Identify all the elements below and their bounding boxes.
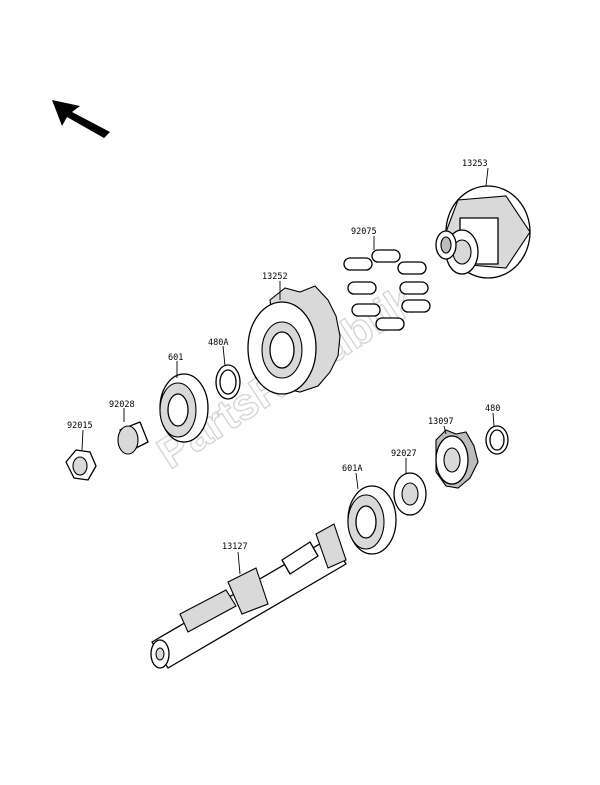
label-92075[interactable]: 92075 xyxy=(351,227,377,237)
part-480A-drawing[interactable] xyxy=(215,345,241,400)
part-13253-drawing[interactable] xyxy=(435,167,531,279)
part-92027-drawing[interactable] xyxy=(393,458,427,516)
label-13097[interactable]: 13097 xyxy=(428,417,454,427)
label-601[interactable]: 601 xyxy=(168,353,183,363)
part-labels: 13253 92075 13252 480A 601 92028 92015 4… xyxy=(67,159,500,552)
label-92015[interactable]: 92015 xyxy=(67,421,93,431)
label-92028[interactable]: 92028 xyxy=(109,400,135,410)
label-13127[interactable]: 13127 xyxy=(222,542,248,552)
part-601A-drawing[interactable] xyxy=(347,472,397,555)
part-601-drawing[interactable] xyxy=(159,361,209,443)
label-92027[interactable]: 92027 xyxy=(391,449,417,459)
arrow-up-left-icon xyxy=(52,100,110,138)
label-13252[interactable]: 13252 xyxy=(262,272,288,282)
part-13097-drawing[interactable] xyxy=(435,425,479,489)
label-480A[interactable]: 480A xyxy=(208,338,228,348)
part-480-drawing[interactable] xyxy=(485,412,509,455)
part-13252-drawing[interactable] xyxy=(247,281,341,395)
part-13127-drawing[interactable] xyxy=(150,523,347,669)
label-13253[interactable]: 13253 xyxy=(462,159,488,169)
label-480[interactable]: 480 xyxy=(485,404,500,414)
part-92015-drawing[interactable] xyxy=(65,429,97,481)
part-92028-drawing[interactable] xyxy=(117,408,149,455)
part-92075-drawing[interactable] xyxy=(343,236,431,331)
label-601A[interactable]: 601A xyxy=(342,464,362,474)
